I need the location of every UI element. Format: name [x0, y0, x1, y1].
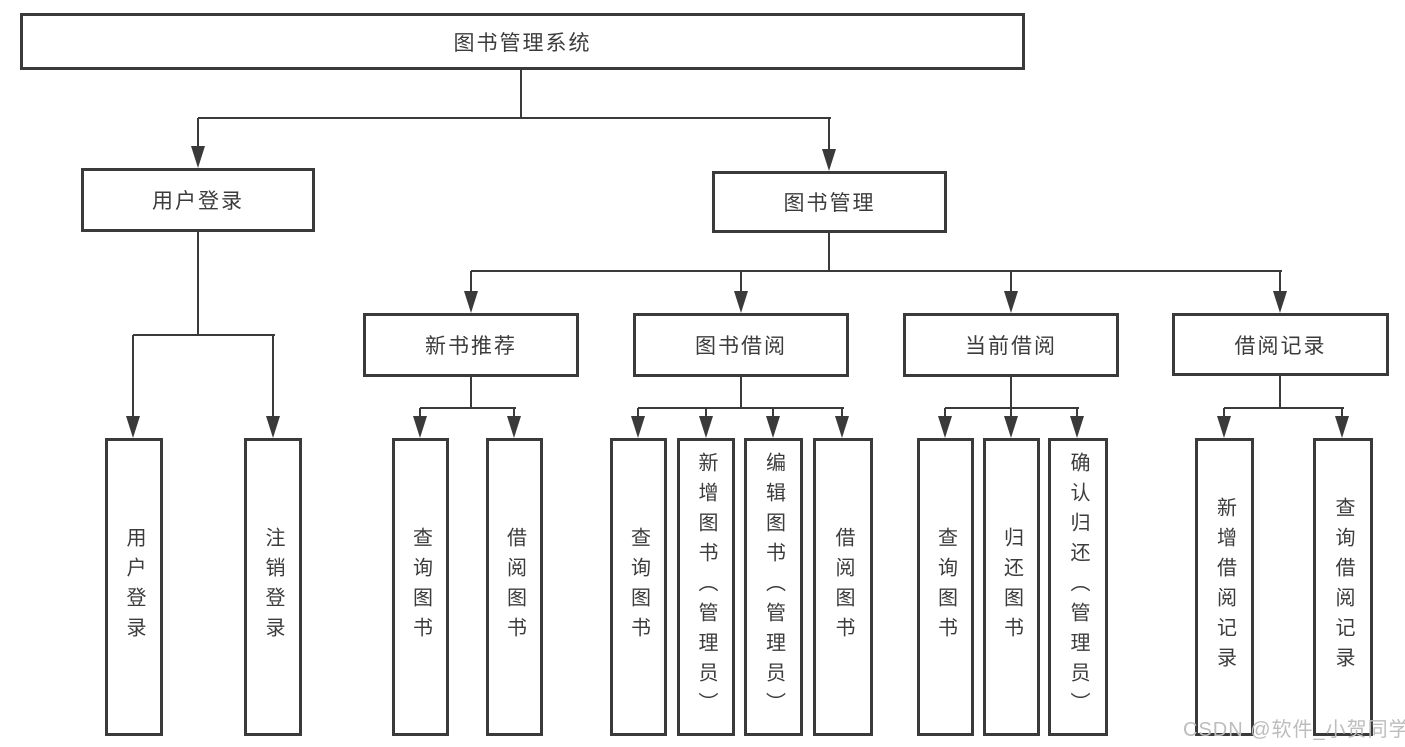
arrow-down-icon: [507, 416, 521, 438]
node-label: 新书推荐: [425, 335, 517, 358]
arrow-stem: [637, 408, 639, 416]
node-root: 图书管理系统: [20, 13, 1025, 70]
node-label: 当前借阅: [965, 335, 1057, 358]
connector-line-horizontal: [420, 407, 516, 409]
arrow-stem: [944, 408, 946, 416]
node-bb-edit-book: 编辑图书（管理员）: [744, 438, 803, 736]
arrow-stem: [828, 118, 830, 149]
connector-line-vertical: [740, 377, 742, 409]
node-label: 用户登录: [152, 190, 244, 213]
node-label: 用户登录: [123, 527, 145, 647]
watermark: CSDN @软件_小贺同学: [1183, 719, 1405, 741]
node-book-mgmt: 图书管理: [712, 171, 947, 233]
arrow-stem: [772, 408, 774, 416]
node-label: 图书管理系统: [453, 31, 592, 55]
node-label: 查询图书: [934, 527, 957, 647]
node-label: 图书借阅: [695, 335, 787, 358]
connector-line-vertical: [1279, 375, 1281, 409]
arrow-down-icon: [1070, 416, 1084, 438]
node-label: 查询图书: [409, 527, 432, 647]
arrow-down-icon: [413, 416, 427, 438]
arrow-down-icon: [126, 416, 140, 438]
connector-line-horizontal: [471, 270, 1282, 272]
arrow-down-icon: [1273, 291, 1287, 313]
node-bb-add-book: 新增图书（管理员）: [677, 438, 735, 736]
node-cb-return-book: 归还图书: [983, 438, 1040, 736]
arrow-stem: [1279, 271, 1281, 291]
node-nbr-query-book: 查询图书: [392, 438, 449, 736]
connector-line-horizontal: [198, 117, 831, 119]
arrow-stem: [197, 118, 199, 146]
arrow-stem: [705, 408, 707, 416]
connector-line-horizontal: [638, 407, 844, 409]
node-label: 新增图书（管理员）: [695, 452, 717, 722]
node-nbr-borrow-book: 借阅图书: [486, 438, 543, 736]
arrow-stem: [272, 335, 274, 416]
arrow-stem: [419, 408, 421, 416]
arrow-down-icon: [464, 291, 478, 313]
node-bb-query-book: 查询图书: [610, 438, 667, 736]
connector-line-vertical: [470, 377, 472, 409]
connector-line-horizontal: [945, 407, 1079, 409]
node-label: 借阅图书: [832, 527, 854, 647]
node-label: 新增借阅记录: [1213, 497, 1236, 677]
connector-line-vertical: [197, 232, 199, 336]
node-bb-borrow-book: 借阅图书: [813, 438, 873, 736]
node-label: 借阅图书: [503, 527, 526, 647]
arrow-down-icon: [1004, 291, 1018, 313]
arrow-down-icon: [938, 416, 952, 438]
node-cb-query-book: 查询图书: [917, 438, 974, 736]
connector-line-horizontal: [133, 334, 275, 336]
arrow-stem: [1010, 271, 1012, 291]
arrow-stem: [1223, 408, 1225, 416]
node-user-login: 用户登录: [81, 168, 315, 232]
connector-line-horizontal: [1224, 407, 1344, 409]
arrow-down-icon: [1004, 416, 1018, 438]
node-label: 编辑图书（管理员）: [762, 452, 785, 722]
node-label: 归还图书: [1000, 527, 1023, 647]
node-book-borrowing: 图书借阅: [633, 313, 849, 377]
arrow-stem: [1010, 408, 1012, 416]
arrow-stem: [132, 335, 134, 416]
arrow-stem: [470, 271, 472, 291]
arrow-stem: [1076, 408, 1078, 416]
arrow-stem: [1341, 408, 1343, 416]
connector-line-vertical: [520, 70, 522, 118]
node-login: 用户登录: [105, 438, 163, 736]
arrow-down-icon: [822, 149, 836, 171]
node-label: 确认归还（管理员）: [1067, 452, 1089, 722]
arrow-stem: [740, 271, 742, 291]
arrow-down-icon: [191, 146, 205, 168]
node-label: 查询借阅记录: [1332, 497, 1354, 677]
arrow-down-icon: [1217, 416, 1231, 438]
node-label: 借阅记录: [1234, 334, 1327, 358]
connector-line-vertical: [828, 233, 830, 271]
arrow-down-icon: [631, 416, 645, 438]
node-label: 图书管理: [783, 192, 876, 215]
arrow-down-icon: [1335, 416, 1349, 438]
arrow-down-icon: [766, 416, 780, 438]
node-new-book-rec: 新书推荐: [363, 313, 579, 377]
node-logout: 注销登录: [244, 438, 302, 736]
arrow-down-icon: [699, 416, 713, 438]
arrow-stem: [841, 408, 843, 416]
arrow-down-icon: [734, 291, 748, 313]
connector-line-vertical: [1010, 377, 1012, 409]
node-label: 查询图书: [627, 527, 650, 647]
node-br-query-record: 查询借阅记录: [1313, 438, 1373, 736]
node-br-add-record: 新增借阅记录: [1195, 438, 1254, 736]
node-label: 注销登录: [262, 527, 284, 647]
arrow-down-icon: [266, 416, 280, 438]
node-cb-confirm-return: 确认归还（管理员）: [1048, 438, 1108, 736]
arrow-stem: [513, 408, 515, 416]
arrow-down-icon: [835, 416, 849, 438]
node-borrow-records: 借阅记录: [1172, 313, 1389, 376]
node-current-borrowing: 当前借阅: [903, 313, 1119, 377]
